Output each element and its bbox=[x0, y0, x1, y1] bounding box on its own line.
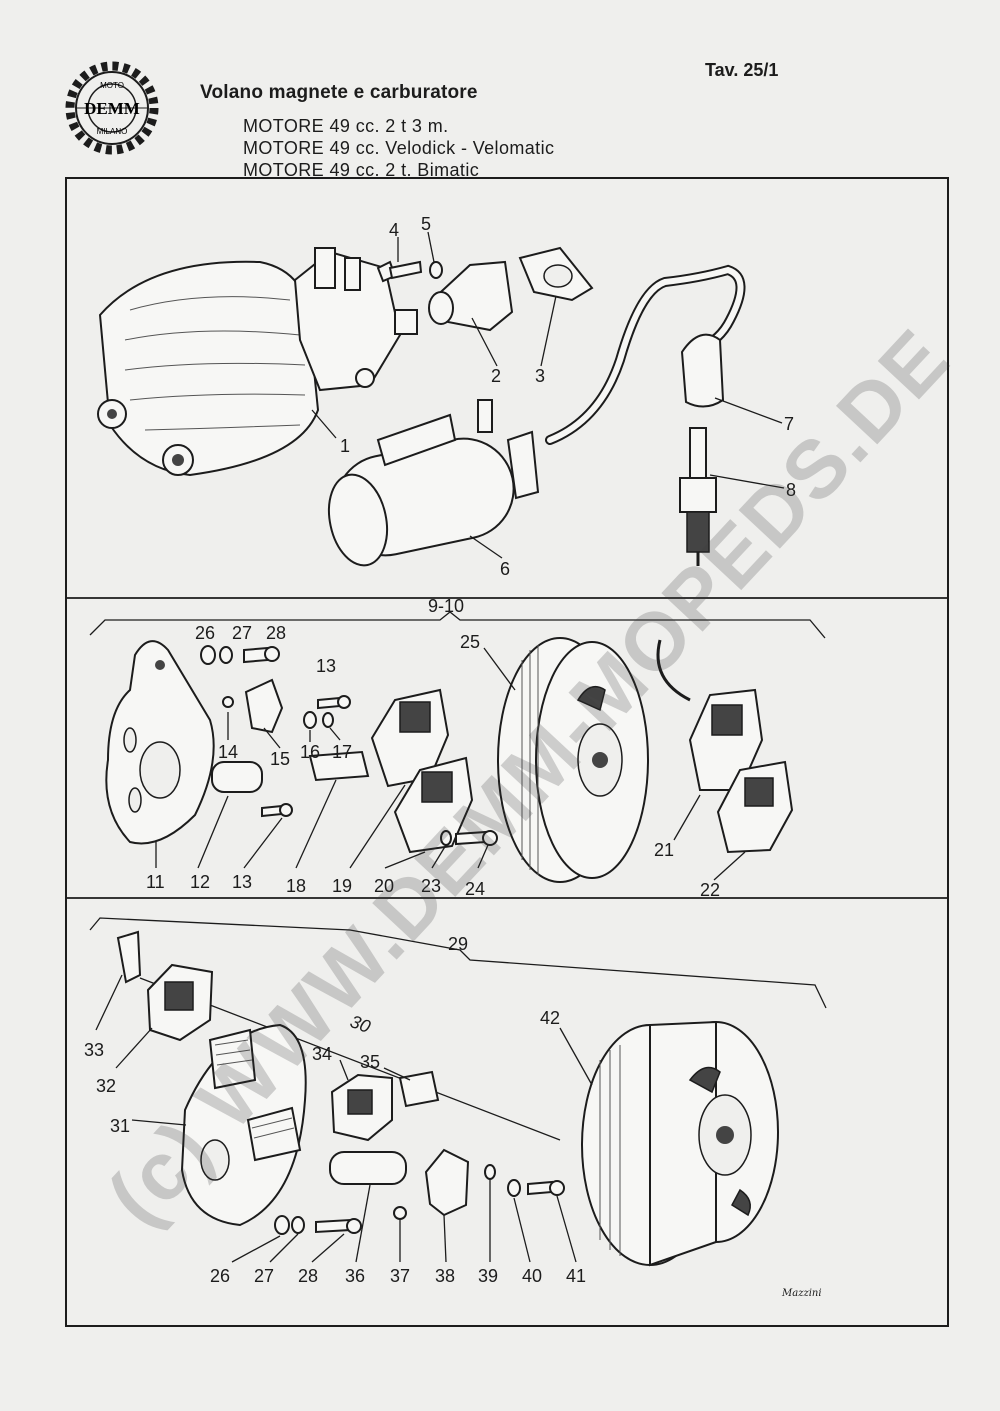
model-line-1: MOTORE 49 cc. 2 t 3 m. bbox=[243, 116, 449, 136]
part-18-felt-pad bbox=[308, 750, 370, 782]
label-part-19: 19 bbox=[332, 876, 352, 896]
label-part-39: 39 bbox=[478, 1266, 498, 1286]
label-part-13-bottom: 13 bbox=[232, 872, 252, 892]
part-31-stator-plate bbox=[180, 1023, 307, 1227]
label-part-28-lower: 28 bbox=[298, 1266, 318, 1286]
part-32-coil bbox=[146, 963, 214, 1042]
label-part-20: 20 bbox=[374, 876, 394, 896]
label-group-29: 29 bbox=[448, 934, 468, 954]
illustrator-signature: Mazzini bbox=[782, 1288, 822, 1299]
part-hv-cable bbox=[545, 264, 746, 445]
part-2-intake-manifold bbox=[428, 260, 514, 332]
part-4-bolt bbox=[376, 260, 423, 283]
label-part-25: 25 bbox=[460, 632, 480, 652]
label-part-28: 28 bbox=[266, 623, 286, 643]
label-part-40: 40 bbox=[522, 1266, 542, 1286]
part-25-flywheel bbox=[497, 637, 649, 883]
label-group-9-10: 9-10 bbox=[428, 596, 464, 616]
page-title: Volano magnete e carburatore bbox=[200, 82, 478, 103]
label-part-37: 37 bbox=[390, 1266, 410, 1286]
table-reference: Tav. 25/1 bbox=[705, 60, 779, 80]
label-part-15: 15 bbox=[270, 749, 290, 769]
part-36-condenser bbox=[329, 1151, 407, 1185]
logo-top-text: MOTO bbox=[100, 81, 124, 90]
labels-section-3: 33 32 31 34 35 42 26 27 28 36 37 38 39 4… bbox=[84, 1008, 586, 1286]
part-6-ignition-coil bbox=[327, 399, 540, 567]
model-line-3: MOTORE 49 cc. 2 t. Bimatic bbox=[243, 160, 480, 180]
label-part-38: 38 bbox=[435, 1266, 455, 1286]
group-bracket-9-10 bbox=[89, 611, 826, 639]
part-20-coil-lower bbox=[393, 756, 474, 854]
label-part-17: 17 bbox=[332, 742, 352, 762]
label-part-16: 16 bbox=[300, 742, 320, 762]
logo-bottom-text: MILANO bbox=[97, 127, 128, 136]
part-7-spark-plug-cap bbox=[680, 333, 725, 408]
part-14-small-screw bbox=[222, 696, 234, 708]
part-26-27-28-washers-screw-lower bbox=[274, 1215, 362, 1235]
label-part-14: 14 bbox=[218, 742, 238, 762]
label-part-21: 21 bbox=[654, 840, 674, 860]
label-part-23: 23 bbox=[421, 876, 441, 896]
label-part-42: 42 bbox=[540, 1008, 560, 1028]
label-part-22: 22 bbox=[700, 880, 720, 900]
diagram-frame bbox=[65, 177, 949, 1327]
part-23-24-washer-bolt bbox=[440, 830, 498, 846]
logo-center-text: DEMM bbox=[84, 99, 140, 118]
label-part-8: 8 bbox=[786, 480, 796, 500]
part-16-17-washers bbox=[303, 711, 334, 729]
part-35-clip bbox=[398, 1070, 440, 1108]
label-part-41: 41 bbox=[566, 1266, 586, 1286]
label-part-13-top: 13 bbox=[316, 656, 336, 676]
part-3-gasket bbox=[518, 246, 594, 302]
label-part-33: 33 bbox=[84, 1040, 104, 1060]
part-5-washer bbox=[429, 261, 443, 279]
part-33-bracket bbox=[116, 930, 142, 984]
part-34-coil bbox=[330, 1073, 393, 1142]
label-part-34: 34 bbox=[312, 1044, 332, 1064]
label-part-26: 26 bbox=[195, 623, 215, 643]
label-part-7: 7 bbox=[784, 414, 794, 434]
part-42-flywheel bbox=[581, 1020, 779, 1267]
labels-section-2: 26 27 28 13 25 14 15 16 17 21 11 12 13 1… bbox=[146, 623, 720, 900]
part-26-27-28-washer-screw bbox=[200, 645, 280, 665]
leader-lines-section-2 bbox=[155, 647, 746, 881]
label-part-27: 27 bbox=[232, 623, 252, 643]
demm-logo: MOTO DEMM MILANO bbox=[62, 58, 162, 158]
leader-lines-section-1 bbox=[311, 231, 785, 559]
part-13-screw-top bbox=[317, 695, 351, 710]
logo-gear-icon bbox=[65, 61, 159, 155]
leader-lines-section-3 bbox=[95, 974, 593, 1263]
part-11-stator-plate bbox=[105, 640, 215, 845]
label-part-35: 35 bbox=[360, 1052, 380, 1072]
label-part-2: 2 bbox=[491, 366, 501, 386]
part-37-clip bbox=[393, 1206, 407, 1220]
label-part-4: 4 bbox=[389, 220, 399, 240]
label-part-36: 36 bbox=[345, 1266, 365, 1286]
part-19-coil-upper bbox=[370, 688, 450, 788]
labels-section-1: 1 2 3 4 5 6 7 8 bbox=[340, 214, 796, 579]
label-part-12: 12 bbox=[190, 872, 210, 892]
part-8-spark-plug bbox=[679, 427, 717, 566]
part-15-contact-breaker bbox=[244, 678, 284, 734]
part-12-condenser bbox=[211, 761, 263, 793]
part-1-crankcase-carburetor bbox=[97, 247, 418, 477]
part-39-40-41-washers-bolt bbox=[484, 1164, 565, 1197]
part-13-screw-bottom bbox=[261, 803, 293, 818]
label-part-11: 11 bbox=[146, 872, 165, 892]
model-line-2: MOTORE 49 cc. Velodick - Velomatic bbox=[243, 138, 555, 158]
part-38-contact-breaker bbox=[424, 1148, 470, 1217]
label-part-26-lower: 26 bbox=[210, 1266, 230, 1286]
label-part-31: 31 bbox=[110, 1116, 130, 1136]
label-part-18: 18 bbox=[286, 876, 306, 896]
label-part-32: 32 bbox=[96, 1076, 116, 1096]
label-part-3: 3 bbox=[535, 366, 545, 386]
label-part-24: 24 bbox=[465, 879, 485, 899]
group-bracket-29 bbox=[89, 917, 827, 1009]
label-part-1: 1 bbox=[340, 436, 350, 456]
label-part-27-lower: 27 bbox=[254, 1266, 274, 1286]
part-21-22-coils-bimatic bbox=[656, 639, 794, 854]
label-part-6: 6 bbox=[500, 559, 510, 579]
label-part-5: 5 bbox=[421, 214, 431, 234]
